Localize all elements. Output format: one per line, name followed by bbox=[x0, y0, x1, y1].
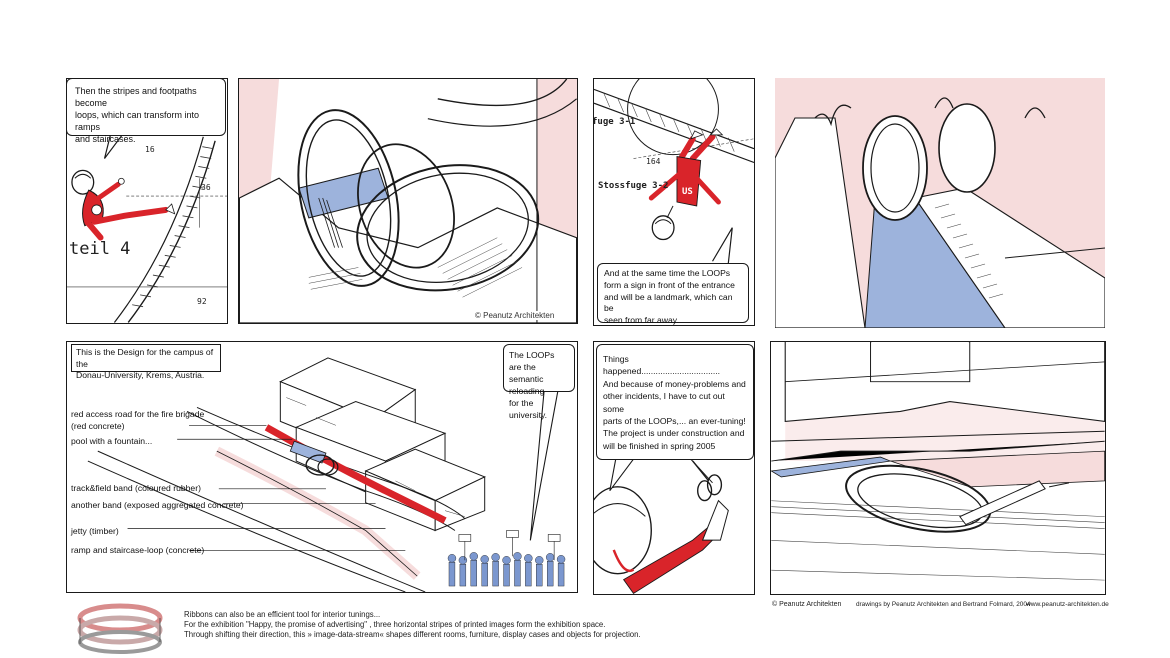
credit-website: www.peanutz-architekten.de bbox=[1026, 601, 1109, 608]
panel-1-sketch-number-c: 92 bbox=[197, 297, 207, 306]
footer-description: Ribbons can also be an efficient tool fo… bbox=[184, 610, 641, 640]
panel-5-drawing bbox=[87, 357, 566, 592]
panel-3-label-top: fuge 3-1 bbox=[593, 117, 636, 127]
panel-3-speech-bubble: And at the same time the LOOPs form a si… bbox=[597, 263, 749, 325]
legend-fire-brigade-road: red access road for the fire brigade (re… bbox=[71, 409, 205, 431]
panel-6-drawing bbox=[594, 458, 729, 594]
panel-7-drawing bbox=[771, 342, 1105, 581]
panel-5-caption: This is the Design for the campus of the… bbox=[71, 344, 221, 380]
panel-4-loops-pink bbox=[775, 78, 1105, 328]
panel-2-copyright: © Peanutz Architekten bbox=[473, 311, 557, 320]
legend-ramp-staircase-loop: ramp and staircase-loop (concrete) bbox=[71, 545, 205, 555]
legend-aggregated-concrete-band: another band (exposed aggregated concret… bbox=[71, 500, 244, 510]
panel-1-speech-bubble: Then the stripes and footpaths become lo… bbox=[67, 79, 226, 144]
panel-6-scissors: Things happened.........................… bbox=[593, 341, 755, 595]
panel-2-loop-sketch: © Peanutz Architekten bbox=[238, 78, 578, 324]
panel-4-drawing bbox=[775, 97, 1105, 328]
legend-pool-fountain: pool with a fountain... bbox=[71, 436, 153, 446]
legend-track-field-band: track&field band (coloured rubber) bbox=[71, 483, 201, 493]
ribbon-interior-thumbnail bbox=[66, 600, 170, 654]
credit-copyright: © Peanutz Architekten bbox=[772, 601, 842, 608]
legend-jetty: jetty (timber) bbox=[71, 526, 119, 536]
panel-1-sketch-label: teil 4 bbox=[69, 239, 131, 259]
panel-3-sketch-number: 164 bbox=[646, 157, 661, 166]
panel-3-drawing bbox=[594, 79, 754, 264]
panel-1-drawing bbox=[67, 134, 227, 323]
panel-1-loops-intro: Then the stripes and footpaths become lo… bbox=[66, 78, 228, 324]
panel-5-speech-bubble: The LOOPs are the semantic reloading for… bbox=[503, 344, 575, 420]
panel-3-label-mid: Stossfuge 3-2 bbox=[598, 181, 669, 191]
credit-drawings: drawings by Peanutz Architekten and Bert… bbox=[856, 601, 1031, 608]
panel-3-figure-letters: US bbox=[682, 187, 693, 197]
panel-7-construction-site bbox=[770, 341, 1106, 595]
panel-6-speech-bubble: Things happened.........................… bbox=[596, 344, 754, 460]
panel-5-campus-plan: This is the Design for the campus of the… bbox=[66, 341, 578, 593]
panel-1-sketch-number-b: 36 bbox=[201, 183, 211, 192]
panel-1-sketch-number-a: 16 bbox=[145, 145, 155, 154]
panel-2-drawing bbox=[239, 79, 577, 323]
panel-3-figure-falling: fuge 3-1 Stossfuge 3-2 164 US And at the… bbox=[593, 78, 755, 326]
